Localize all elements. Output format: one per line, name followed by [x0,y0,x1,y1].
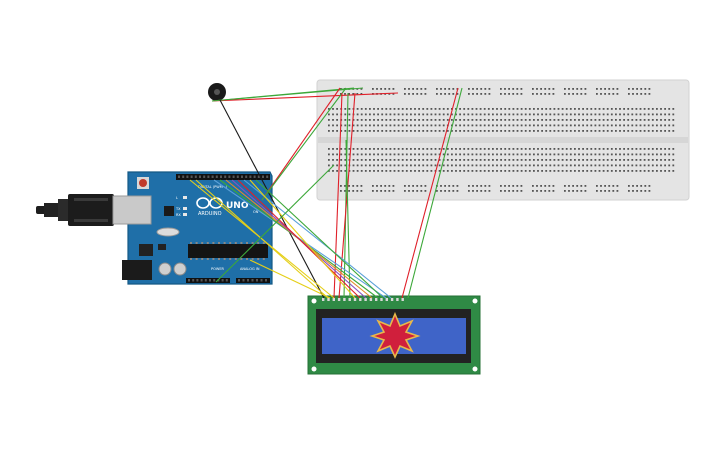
breadboard[interactable] [316,79,690,201]
digital-label: DIGITAL (PWM~) [198,185,228,189]
capacitor [158,262,172,276]
crystal [156,227,180,237]
green-wire [407,87,463,299]
green-wire [215,164,335,283]
red-wire [261,87,341,201]
svg-text:L: L [176,196,178,200]
wires [189,87,463,299]
arduino-uno[interactable]: ARDUINO UNO DIGITAL (PWM~) L TX RX ON PO… [36,171,273,285]
green-wire [261,87,347,201]
lcd-16x2[interactable] [307,295,481,375]
starburst-error-icon [369,311,421,359]
green-wire [255,179,384,299]
green-wire [343,92,349,299]
capacitor [173,262,187,276]
black-wire [219,99,325,299]
blue-wire [243,179,392,299]
yellow-wire [189,179,335,299]
usb-cable [36,194,114,226]
svg-text:UNO: UNO [226,201,249,211]
small-chip [164,206,174,216]
digital-header [176,174,270,180]
atmega-chip [188,244,268,258]
usb-port [112,195,152,225]
power-label: POWER [211,267,225,271]
green-wire [345,139,351,299]
power-header [186,278,230,283]
buzzer[interactable] [208,83,226,101]
yellow-wire [249,179,356,299]
svg-text:ARDUINO: ARDUINO [198,211,222,217]
green-wire [211,87,355,102]
power-jack [122,260,152,280]
svg-text:TX: TX [175,207,181,211]
blue-wire [213,179,387,299]
red-wire [211,92,399,102]
analog-label: ANALOG IN [240,267,260,271]
svg-text:ON: ON [253,210,259,214]
svg-text:RX: RX [176,213,181,217]
yellow-wire [249,259,331,299]
red-wire [237,179,361,299]
red-wire [401,87,459,299]
